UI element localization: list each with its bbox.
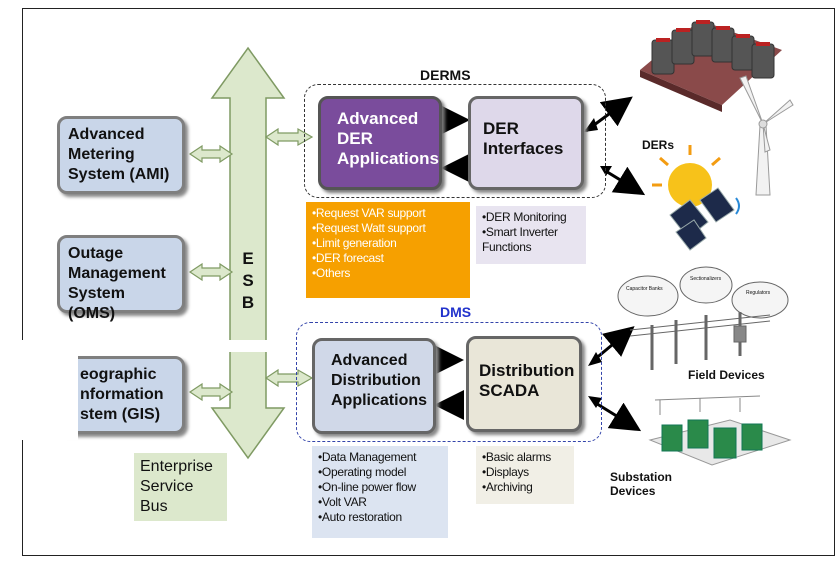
derms-apps-line3: Applications bbox=[337, 149, 440, 168]
der-interface-function-item-cont: Functions bbox=[482, 240, 532, 254]
derms-title: DERMS bbox=[420, 67, 471, 83]
derms-group-outline bbox=[304, 84, 606, 198]
dms-apps-box: Advanced Distribution Applications bbox=[312, 338, 436, 434]
solar-illustration bbox=[652, 145, 740, 251]
gis-crop-mask bbox=[0, 350, 78, 440]
gis-label-line1: eographic bbox=[80, 366, 157, 383]
esb-caption-line1: Enterprise bbox=[140, 458, 213, 475]
dms-scada-function-item: Basic alarms bbox=[482, 450, 568, 465]
derms-function-item: Request Watt support bbox=[312, 221, 464, 236]
derms-function-item: Others bbox=[312, 266, 464, 281]
ami-label-line3: System (AMI) bbox=[68, 166, 170, 183]
esb-caption: Enterprise Service Bus bbox=[134, 453, 227, 521]
dms-function-item: Operating model bbox=[318, 465, 442, 480]
dms-scada-box: Distribution SCADA bbox=[466, 336, 582, 432]
substation-label-line1: Substation bbox=[610, 470, 672, 484]
dms-function-item: Data Management bbox=[318, 450, 442, 465]
substation-devices-label: Substation Devices bbox=[610, 470, 672, 498]
esb-letter-e: E bbox=[242, 249, 254, 268]
oms-label-line2: Management bbox=[68, 265, 166, 282]
battery-illustration bbox=[640, 20, 782, 112]
esb-letters: E S B bbox=[238, 248, 258, 314]
regulators-label: Regulators bbox=[746, 290, 771, 296]
oms-system-box: Outage Management System (OMS) bbox=[57, 235, 185, 322]
derms-function-item: DER forecast bbox=[312, 251, 464, 266]
ami-label-line1: Advanced bbox=[68, 126, 145, 143]
wind-turbine-illustration bbox=[739, 75, 794, 196]
esb-derms-connector bbox=[264, 127, 314, 147]
dms-scada-line1: Distribution bbox=[479, 361, 575, 380]
esb-caption-line2: Service bbox=[140, 478, 194, 495]
dms-apps-line3: Applications bbox=[331, 392, 428, 409]
substation-label-line2: Devices bbox=[610, 484, 656, 498]
der-interfaces-line1: DER bbox=[483, 119, 519, 138]
esb-letter-b: B bbox=[241, 293, 255, 312]
derms-apps-box: Advanced DER Applications bbox=[318, 96, 442, 190]
dms-function-item: On-line power flow bbox=[318, 480, 442, 495]
der-interface-function-item: Smart Inverter bbox=[482, 225, 580, 240]
esb-caption-line3: Bus bbox=[140, 498, 168, 515]
oms-label-line1: Outage bbox=[68, 245, 124, 262]
derms-app-functions-list: Request VAR support Request Watt support… bbox=[306, 202, 470, 298]
ders-label: DERs bbox=[642, 138, 675, 152]
dms-function-item: Auto restoration bbox=[318, 510, 442, 525]
ami-system-box: Advanced Metering System (AMI) bbox=[57, 116, 185, 194]
derms-apps-line1: Advanced bbox=[337, 109, 419, 128]
derms-function-item: Limit generation bbox=[312, 236, 464, 251]
der-interface-functions-list: DER Monitoring Smart Inverter Functions bbox=[476, 206, 586, 264]
capacitor-banks-label: Capacitor Banks bbox=[626, 286, 663, 292]
gis-crop-mask-top bbox=[0, 340, 300, 352]
derms-function-item: Request VAR support bbox=[312, 206, 464, 221]
sectionalizers-label: Sectionalizers bbox=[690, 276, 722, 282]
esb-letter-s: S bbox=[242, 271, 254, 290]
field-devices-illustration bbox=[617, 266, 789, 370]
dms-apps-line2: Distribution bbox=[331, 372, 421, 389]
substation-illustration bbox=[648, 395, 792, 466]
der-interface-function-item: DER Monitoring bbox=[482, 210, 580, 225]
ami-esb-connector bbox=[188, 144, 234, 164]
gis-label-line2: nformation bbox=[80, 386, 164, 403]
field-devices-label: Field Devices bbox=[688, 368, 765, 382]
esb-bus-arrow bbox=[210, 46, 286, 460]
dms-function-item: Volt VAR bbox=[318, 495, 442, 510]
gis-label-line3: stem (GIS) bbox=[80, 406, 161, 423]
dms-scada-function-item: Displays bbox=[482, 465, 568, 480]
dms-scada-line2: SCADA bbox=[479, 381, 540, 400]
dms-app-functions-list: Data Management Operating model On-line … bbox=[312, 446, 448, 538]
dms-scada-functions-list: Basic alarms Displays Archiving bbox=[476, 446, 574, 504]
oms-esb-connector bbox=[188, 262, 234, 282]
gis-esb-connector bbox=[188, 382, 234, 402]
dms-title: DMS bbox=[440, 304, 472, 320]
oms-label-line3: System (OMS) bbox=[68, 285, 125, 322]
der-interfaces-box: DER Interfaces bbox=[468, 96, 584, 190]
gis-system-box: eographic nformation stem (GIS) bbox=[57, 356, 185, 434]
dms-group-outline bbox=[296, 322, 602, 442]
derms-apps-line2: DER bbox=[337, 129, 373, 148]
ami-label-line2: Metering bbox=[68, 146, 135, 163]
dms-apps-line1: Advanced bbox=[331, 352, 408, 369]
der-interfaces-line2: Interfaces bbox=[483, 139, 564, 158]
dms-scada-function-item: Archiving bbox=[482, 480, 568, 495]
